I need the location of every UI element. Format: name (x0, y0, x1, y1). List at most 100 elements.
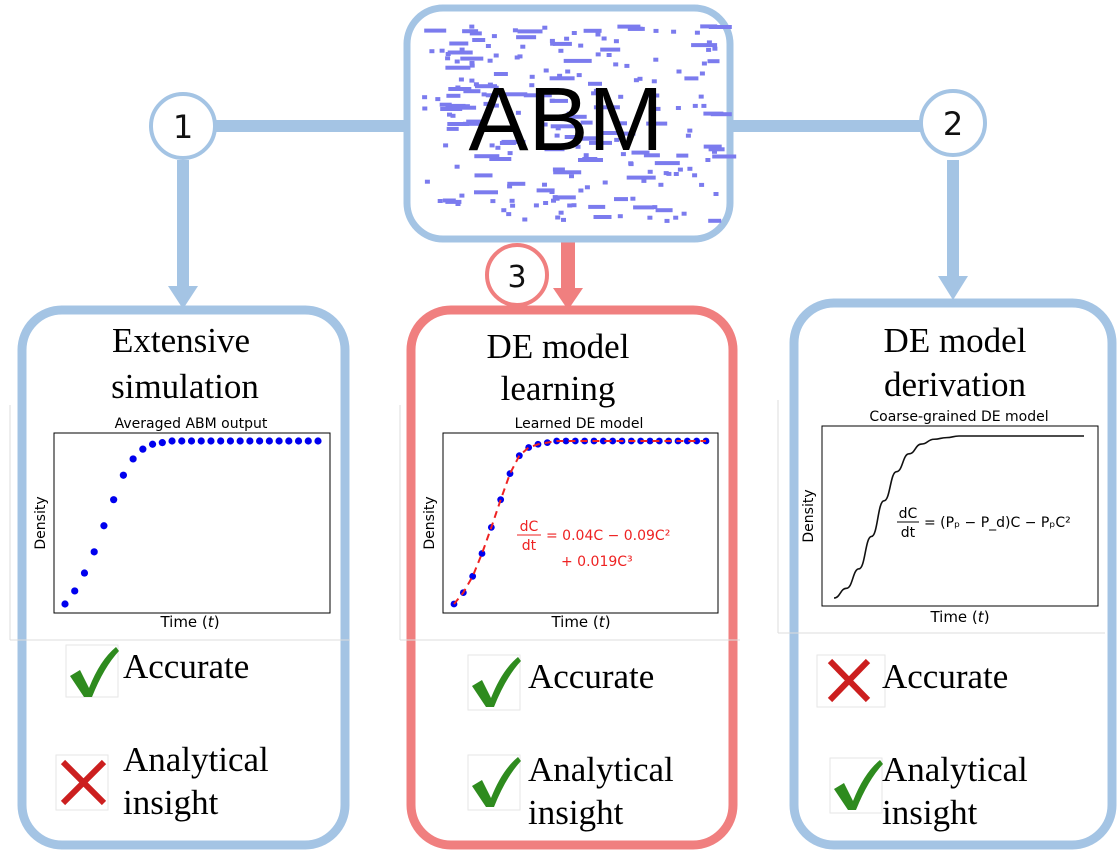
data-point (256, 437, 264, 445)
abm-agent (619, 131, 636, 136)
panel-3-plot-marks (833, 435, 1084, 599)
abm-agent (673, 172, 679, 176)
abm-agent (591, 91, 597, 96)
data-point (275, 437, 283, 445)
abm-agent (437, 199, 443, 203)
panel-2-plot-title: Learned DE model (515, 416, 644, 432)
abm-agent (564, 36, 570, 41)
data-point (90, 548, 98, 556)
abm-agent (481, 92, 487, 97)
data-point (61, 600, 69, 608)
abm-agent (617, 214, 623, 219)
abm-agent (647, 215, 653, 220)
panel-3-eq-line1: = (Pₚ − P_d)C − PₚC² (924, 515, 1071, 531)
abm-agent (712, 46, 718, 51)
abm-agent (713, 192, 719, 196)
abm-agent (701, 61, 707, 66)
abm-agent (593, 105, 620, 110)
abm-agent (706, 40, 712, 45)
data-point (71, 587, 79, 595)
abm-agent (617, 24, 641, 29)
abm-agent (583, 28, 602, 33)
abm-agent (651, 79, 657, 84)
abm-agent (571, 203, 577, 208)
data-point (236, 437, 244, 445)
abm-agent (637, 76, 643, 81)
abm-agent (564, 135, 581, 139)
panel-1-title-line2: simulation (111, 367, 259, 406)
abm-agent (520, 44, 526, 49)
abm-agent (553, 170, 582, 175)
abm-agent (552, 41, 572, 46)
abm-agent (536, 188, 555, 193)
abm-agent (522, 217, 528, 222)
abm-agent (563, 58, 592, 63)
abm-agent (705, 158, 711, 162)
data-point (246, 437, 254, 445)
data-point (139, 445, 147, 453)
abm-agent (543, 68, 549, 73)
abm-agent (469, 31, 482, 36)
panel-3-equation: dC dt = (Pₚ − P_d)C − PₚC² (897, 506, 1071, 541)
data-point (129, 455, 137, 463)
abm-agent (474, 190, 498, 195)
abm-agent (516, 35, 537, 40)
abm-agent (552, 195, 558, 200)
data-point (506, 470, 514, 477)
abm-agent (655, 106, 661, 111)
abm-agent (458, 77, 464, 82)
panel-1-ylabel: Density (33, 496, 49, 549)
abm-agent (491, 34, 497, 39)
abm-agent (578, 188, 584, 193)
panel-de-model-derivation: DE model derivation Coarse-grained DE mo… (777, 298, 1117, 850)
abm-agent (435, 97, 441, 102)
abm-agent (609, 109, 615, 113)
abm-agent (429, 49, 435, 54)
panel-1-xlabel: Time (t) (159, 613, 219, 631)
abm-agent (483, 101, 489, 106)
panel-2-ylabel: Density (422, 496, 438, 549)
abm-agent (469, 63, 475, 68)
abm-agent (577, 128, 583, 133)
abm-agent (448, 87, 472, 91)
abm-agent (630, 196, 636, 201)
abm-agent (671, 29, 677, 34)
abm-agent (454, 164, 460, 169)
abm-agent (606, 102, 612, 107)
abm-agent (517, 54, 523, 59)
abm-agent (555, 126, 561, 131)
abm-agent (542, 25, 548, 30)
data-point (599, 437, 607, 445)
arrowhead-right (938, 276, 968, 300)
data-point (217, 437, 225, 445)
abm-agent (533, 203, 539, 208)
abm-agent (673, 215, 679, 220)
data-point (314, 437, 322, 445)
abm-agent (550, 41, 556, 46)
abm-agent (472, 38, 486, 42)
data-point (110, 496, 118, 504)
abm-agent (558, 210, 564, 215)
panel-2-accurate-label: Accurate (528, 657, 654, 696)
data-point (683, 437, 691, 445)
panel-2-equation: dC dt = 0.04C − 0.09C² + 0.019C³ (517, 519, 670, 570)
abm-agent (677, 167, 683, 172)
abm-agent (703, 111, 724, 116)
cross-icon (827, 658, 871, 703)
panel-2-eq-line2: + 0.019C³ (561, 554, 633, 570)
abm-agent (687, 166, 693, 171)
abm-agent (691, 43, 718, 48)
abm-agent (633, 78, 639, 83)
cross-icon (60, 759, 107, 806)
data-point (646, 437, 654, 445)
abm-agent (447, 112, 452, 117)
abm-agent (694, 30, 700, 35)
abm-agent (557, 73, 563, 78)
abm-agent (552, 167, 565, 172)
check-icon (70, 647, 119, 697)
abm-agent (529, 83, 535, 88)
panel-2-plot-marks (450, 437, 710, 608)
data-point (158, 439, 166, 447)
panel-3-title-line1: DE model (884, 321, 1027, 360)
abm-agent (470, 120, 476, 125)
